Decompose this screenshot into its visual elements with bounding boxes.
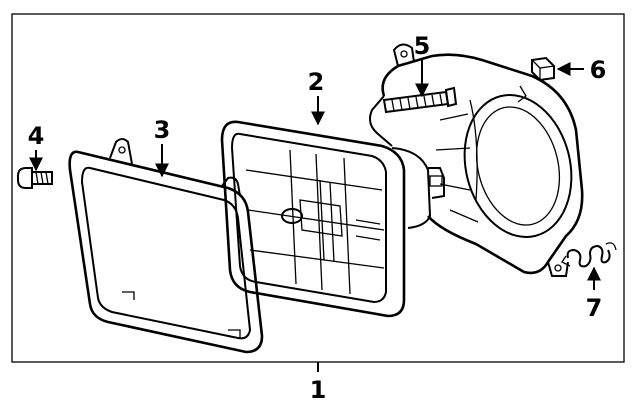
nut-clip-icon [531,56,555,82]
mounting-bracket-icon [369,43,584,277]
adjusting-screw-icon [382,86,458,114]
spring-icon [561,242,617,268]
callout-4: 4 [28,122,45,150]
callout-2: 2 [308,68,325,96]
callout-3: 3 [154,116,171,144]
callout-7: 7 [586,294,603,322]
callout-1: 1 [310,376,327,404]
callout-6: 6 [590,56,607,84]
screw-icon [17,167,53,189]
callout-5: 5 [414,32,431,60]
sealed-beam-lamp-icon [220,120,445,318]
